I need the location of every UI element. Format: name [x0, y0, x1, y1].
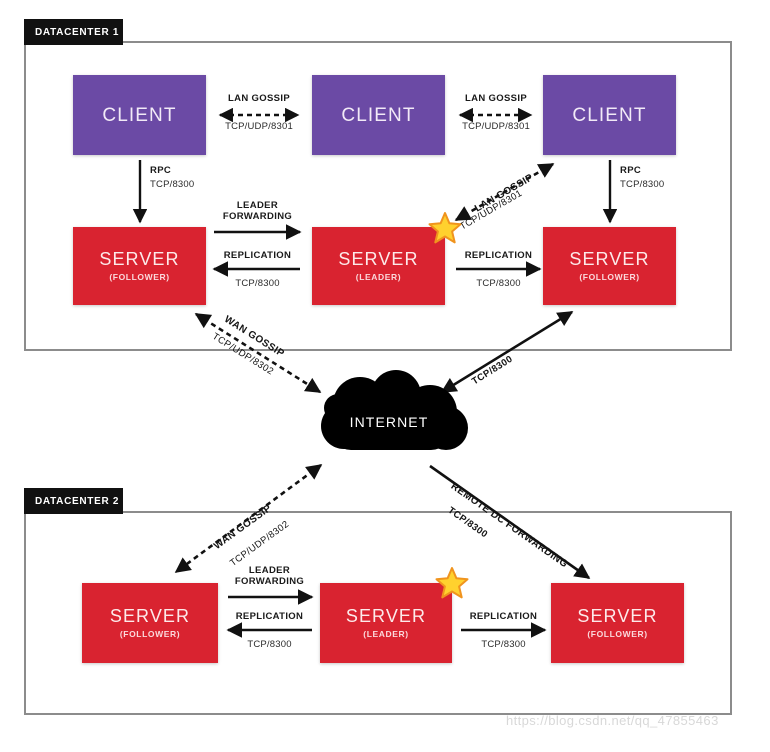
dc1-lan-gossip-right-name: LAN GOSSIP: [464, 93, 528, 104]
dc1-lan-gossip-right-port-text: TCP/UDP/8301: [462, 121, 530, 132]
internet-cloud: INTERNET: [300, 370, 478, 468]
datacenter-2-label: DATACENTER 2: [24, 488, 123, 514]
dc1-server-middle[interactable]: SERVER (LEADER): [312, 227, 445, 305]
dc2-server-middle[interactable]: SERVER (LEADER): [320, 583, 452, 663]
dc2-server-left-title: SERVER: [109, 606, 191, 626]
dc1-lan-gossip-left-port: TCP/UDP/8301: [212, 121, 306, 132]
internet-cloud-label: INTERNET: [349, 414, 429, 430]
dc1-client-middle[interactable]: CLIENT: [312, 75, 445, 155]
dc1-server-right-title: SERVER: [569, 249, 650, 269]
dc1-rpc-right-port-text: TCP/8300: [620, 179, 665, 190]
dc2-replication-right-port: TCP/8300: [455, 639, 552, 650]
dc2-leader-star-icon: [435, 567, 469, 599]
dc2-server-left-role: (FOLLOWER): [119, 629, 181, 639]
dc2-replication-right-port-text: TCP/8300: [481, 639, 526, 650]
dc1-leader-star-icon: [428, 212, 462, 244]
dc1-rpc-right-label: RPC: [620, 165, 686, 176]
dc1-replication-left-port-text: TCP/8300: [235, 278, 280, 289]
dc1-replication-right-port-text: TCP/8300: [476, 278, 521, 289]
dc1-lan-gossip-right-port: TCP/UDP/8301: [449, 121, 543, 132]
datacenter-2-label-text: DATACENTER 2: [35, 495, 120, 507]
watermark-text: https://blog.csdn.net/qq_47855463: [506, 713, 719, 728]
dc2-leader-forwarding-line2: FORWARDING: [234, 576, 305, 587]
dc1-server-left-title: SERVER: [99, 249, 180, 269]
dc1-rpc-right-name: RPC: [620, 165, 642, 176]
dc1-replication-right-label: REPLICATION: [450, 250, 547, 261]
dc2-replication-right-name: REPLICATION: [469, 611, 538, 622]
dc2-replication-left-name: REPLICATION: [235, 611, 304, 622]
dc1-leader-forwarding-label: LEADER FORWARDING: [206, 200, 309, 222]
dc1-replication-left-port: TCP/8300: [206, 278, 309, 289]
dc1-server-middle-title: SERVER: [338, 249, 419, 269]
dc2-leader-forwarding-label: LEADER FORWARDING: [218, 565, 321, 587]
dc1-lan-gossip-left-label: LAN GOSSIP: [212, 93, 306, 104]
dc1-server-left[interactable]: SERVER (FOLLOWER): [73, 227, 206, 305]
dc1-server-middle-role: (LEADER): [355, 272, 402, 282]
dc1-rpc-left-label: RPC: [150, 165, 216, 176]
dc1-replication-right-name: REPLICATION: [464, 250, 533, 261]
dc2-server-right[interactable]: SERVER (FOLLOWER): [551, 583, 684, 663]
dc2-server-left[interactable]: SERVER (FOLLOWER): [82, 583, 218, 663]
dc1-lan-gossip-right-label: LAN GOSSIP: [449, 93, 543, 104]
dc1-client-right[interactable]: CLIENT: [543, 75, 676, 155]
datacenter-1-label-text: DATACENTER 1: [35, 26, 120, 38]
cloud-shape-icon: [321, 370, 468, 450]
datacenter-1-label: DATACENTER 1: [24, 19, 123, 45]
dc1-server-right-role: (FOLLOWER): [579, 272, 640, 282]
dc1-server-left-role: (FOLLOWER): [109, 272, 170, 282]
dc1-replication-left-label: REPLICATION: [206, 250, 309, 261]
datacenter-1-frame: [24, 41, 732, 351]
dc1-rpc-left-port: TCP/8300: [150, 179, 216, 190]
dc1-client-right-title: CLIENT: [572, 104, 647, 126]
dc1-client-middle-title: CLIENT: [341, 104, 416, 126]
dc1-client-left-title: CLIENT: [102, 104, 177, 126]
dc1-leader-forwarding-line1: LEADER: [236, 200, 279, 211]
dc1-replication-left-name: REPLICATION: [223, 250, 292, 261]
dc1-replication-right-port: TCP/8300: [450, 278, 547, 289]
dc1-lan-gossip-left-name: LAN GOSSIP: [227, 93, 291, 104]
dc2-replication-left-label: REPLICATION: [218, 611, 321, 622]
dc1-leader-forwarding-line2: FORWARDING: [222, 211, 293, 222]
dc2-replication-left-port: TCP/8300: [218, 639, 321, 650]
dc1-lan-gossip-left-port-text: TCP/UDP/8301: [225, 121, 293, 132]
dc2-server-right-title: SERVER: [577, 606, 658, 626]
connector-dc1-lan-gossip-diagonal: [454, 162, 555, 222]
connector-dc2-remote-dc-forwarding: [429, 464, 591, 580]
dc2-replication-left-port-text: TCP/8300: [247, 639, 292, 650]
connector-dc1-internet-rpc: [440, 310, 574, 394]
dc2-server-middle-title: SERVER: [345, 606, 427, 626]
dc2-replication-right-label: REPLICATION: [455, 611, 552, 622]
datacenter-2-frame: [24, 511, 732, 715]
connector-dc2-wan-gossip: [174, 463, 323, 574]
dc1-rpc-left-port-text: TCP/8300: [150, 179, 195, 190]
dc1-rpc-right-port: TCP/8300: [620, 179, 686, 190]
dc2-server-middle-role: (LEADER): [363, 629, 409, 639]
dc1-client-left[interactable]: CLIENT: [73, 75, 206, 155]
dc2-server-right-role: (FOLLOWER): [587, 629, 648, 639]
dc1-server-right[interactable]: SERVER (FOLLOWER): [543, 227, 676, 305]
watermark: https://blog.csdn.net/qq_47855463: [506, 713, 719, 728]
dc1-rpc-left-name: RPC: [150, 165, 172, 176]
connector-dc1-wan-gossip: [194, 312, 322, 394]
dc2-leader-forwarding-line1: LEADER: [248, 565, 291, 576]
